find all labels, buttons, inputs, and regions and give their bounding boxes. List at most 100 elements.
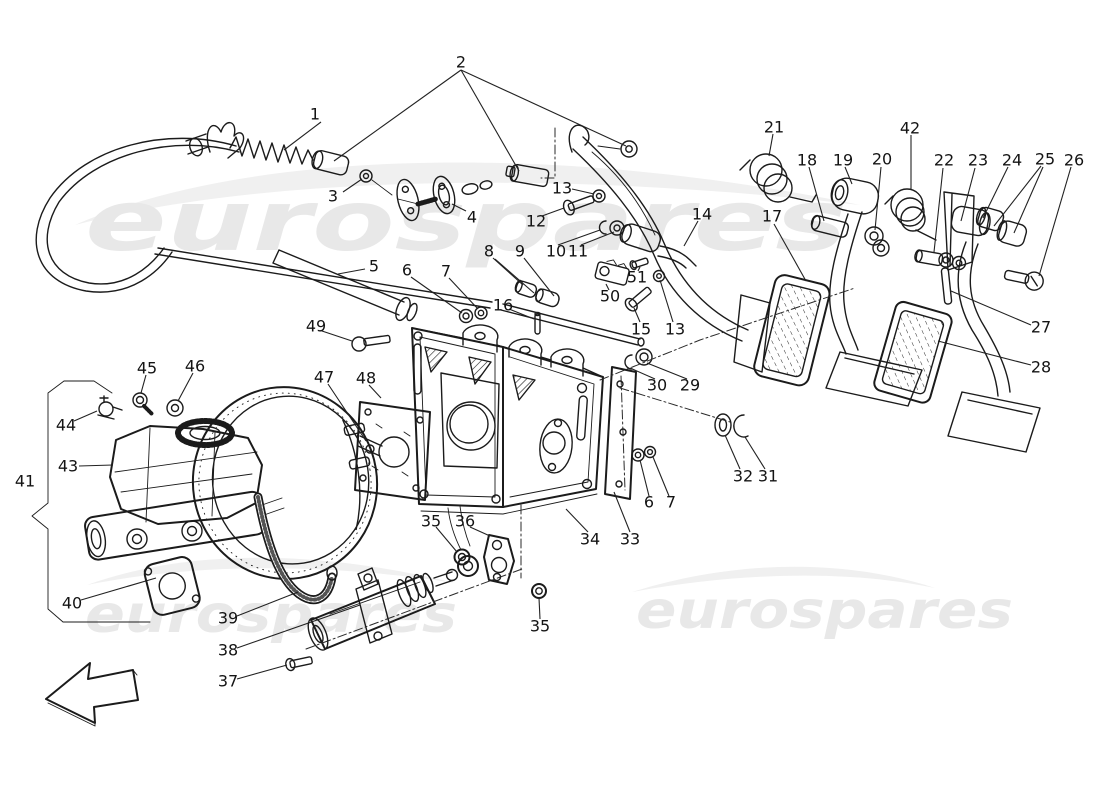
part-label-49: 49	[306, 317, 326, 336]
leader-line-28	[937, 340, 1032, 366]
washer-11	[609, 220, 625, 236]
throttle-cable-drawing	[35, 122, 645, 347]
leader-line-34	[565, 508, 589, 533]
bolt-15	[624, 286, 652, 312]
part-label-6: 6	[644, 493, 654, 512]
leader-line-33	[613, 491, 631, 533]
part-label-8: 8	[484, 242, 494, 261]
leader-line-11	[580, 231, 615, 246]
brake-foot	[947, 391, 1041, 453]
leader-line-2	[460, 69, 627, 147]
nut-3	[359, 169, 373, 183]
part-label-14: 14	[692, 205, 712, 224]
bolt-26	[1003, 269, 1044, 291]
part-label-39: 39	[218, 609, 238, 628]
part-label-12: 12	[526, 212, 546, 231]
part-label-27: 27	[1031, 318, 1051, 337]
part-label-48: 48	[356, 369, 376, 388]
part-label-28: 28	[1031, 358, 1051, 377]
leader-line-1	[283, 121, 322, 151]
grommet-35b	[531, 583, 547, 599]
leader-line-37	[236, 664, 288, 680]
leader-line-40	[80, 577, 157, 601]
bushing-8	[514, 279, 538, 298]
part-label-7: 7	[441, 262, 451, 281]
leader-line-8	[494, 258, 535, 294]
adjuster-flange-a	[396, 178, 420, 222]
part-label-45: 45	[137, 359, 157, 378]
clutch-pad-28	[873, 300, 953, 404]
part-label-23: 23	[968, 151, 988, 170]
part-label-4: 4	[467, 208, 477, 227]
leader-line-35	[435, 526, 458, 553]
leader-line-4	[451, 203, 467, 212]
direction-arrow	[45, 662, 139, 727]
part-label-50: 50	[600, 287, 620, 306]
washer-2c	[620, 140, 638, 158]
part-label-11: 11	[568, 242, 588, 261]
pin-27	[940, 267, 953, 305]
part-label-31: 31	[758, 467, 778, 486]
leader-line-19	[844, 166, 853, 185]
leader-line-26	[1038, 166, 1072, 277]
part-label-37: 37	[218, 672, 238, 691]
group-bracket-41	[31, 380, 151, 623]
watermark-swoosh	[87, 557, 455, 585]
washer-7b	[643, 445, 657, 459]
leader-line-22	[933, 167, 944, 253]
cable-end-fitting	[311, 149, 350, 176]
leader-line-3	[342, 178, 363, 193]
leader-line-9	[523, 257, 555, 297]
accelerator-pad-17	[753, 274, 831, 387]
leader-line-8	[492, 257, 524, 286]
leader-line-18	[808, 166, 825, 222]
plug-45	[132, 392, 148, 408]
washer-13	[592, 189, 606, 203]
block-50	[594, 259, 630, 286]
part-label-40: 40	[62, 594, 82, 613]
watermark-text-1: eurospares	[85, 585, 457, 645]
part-label-41: 41	[15, 472, 35, 491]
mc-flange	[355, 567, 393, 644]
part-label-20: 20	[872, 150, 892, 169]
leader-line-15	[633, 307, 641, 323]
leader-line-2	[333, 69, 462, 162]
part-label-5: 5	[369, 257, 379, 276]
bracket-36	[483, 534, 515, 585]
leader-line-25	[1013, 166, 1044, 234]
part-label-30: 30	[647, 376, 667, 395]
diagram-line-art	[31, 122, 1044, 727]
leader-line-47	[327, 383, 367, 442]
leader-line-16	[508, 308, 535, 320]
screw-51	[629, 257, 649, 271]
leader-line-35	[538, 597, 541, 620]
bellcrank-14	[657, 245, 697, 269]
clutch-master-cylinder-drawing	[285, 534, 547, 672]
leader-line-38	[236, 604, 361, 649]
return-spring-42	[884, 188, 937, 241]
valve-44	[98, 401, 114, 417]
part-label-2: 2	[456, 53, 466, 72]
arm-top-lug	[568, 124, 590, 153]
part-label-46: 46	[185, 357, 205, 376]
washer-13b	[652, 269, 666, 283]
leader-line-44	[73, 410, 98, 422]
leader-line-20	[874, 166, 882, 231]
leader-line-21	[768, 133, 774, 157]
booster-studs	[343, 422, 371, 470]
leader-line-7	[448, 277, 479, 310]
reservoir-cap	[175, 418, 235, 448]
part-label-51: 51	[627, 268, 647, 287]
part-label-1: 1	[310, 105, 320, 124]
pin-22	[914, 249, 944, 267]
return-spring-21	[739, 153, 817, 203]
part-label-25: 25	[1035, 150, 1055, 169]
grommet-35a	[453, 548, 471, 566]
brake-booster-drawing	[191, 386, 383, 580]
part-label-21: 21	[764, 118, 784, 137]
part-label-16: 16	[493, 296, 513, 315]
gasket-33	[604, 366, 637, 500]
bushings-23-24-25	[975, 206, 1028, 247]
